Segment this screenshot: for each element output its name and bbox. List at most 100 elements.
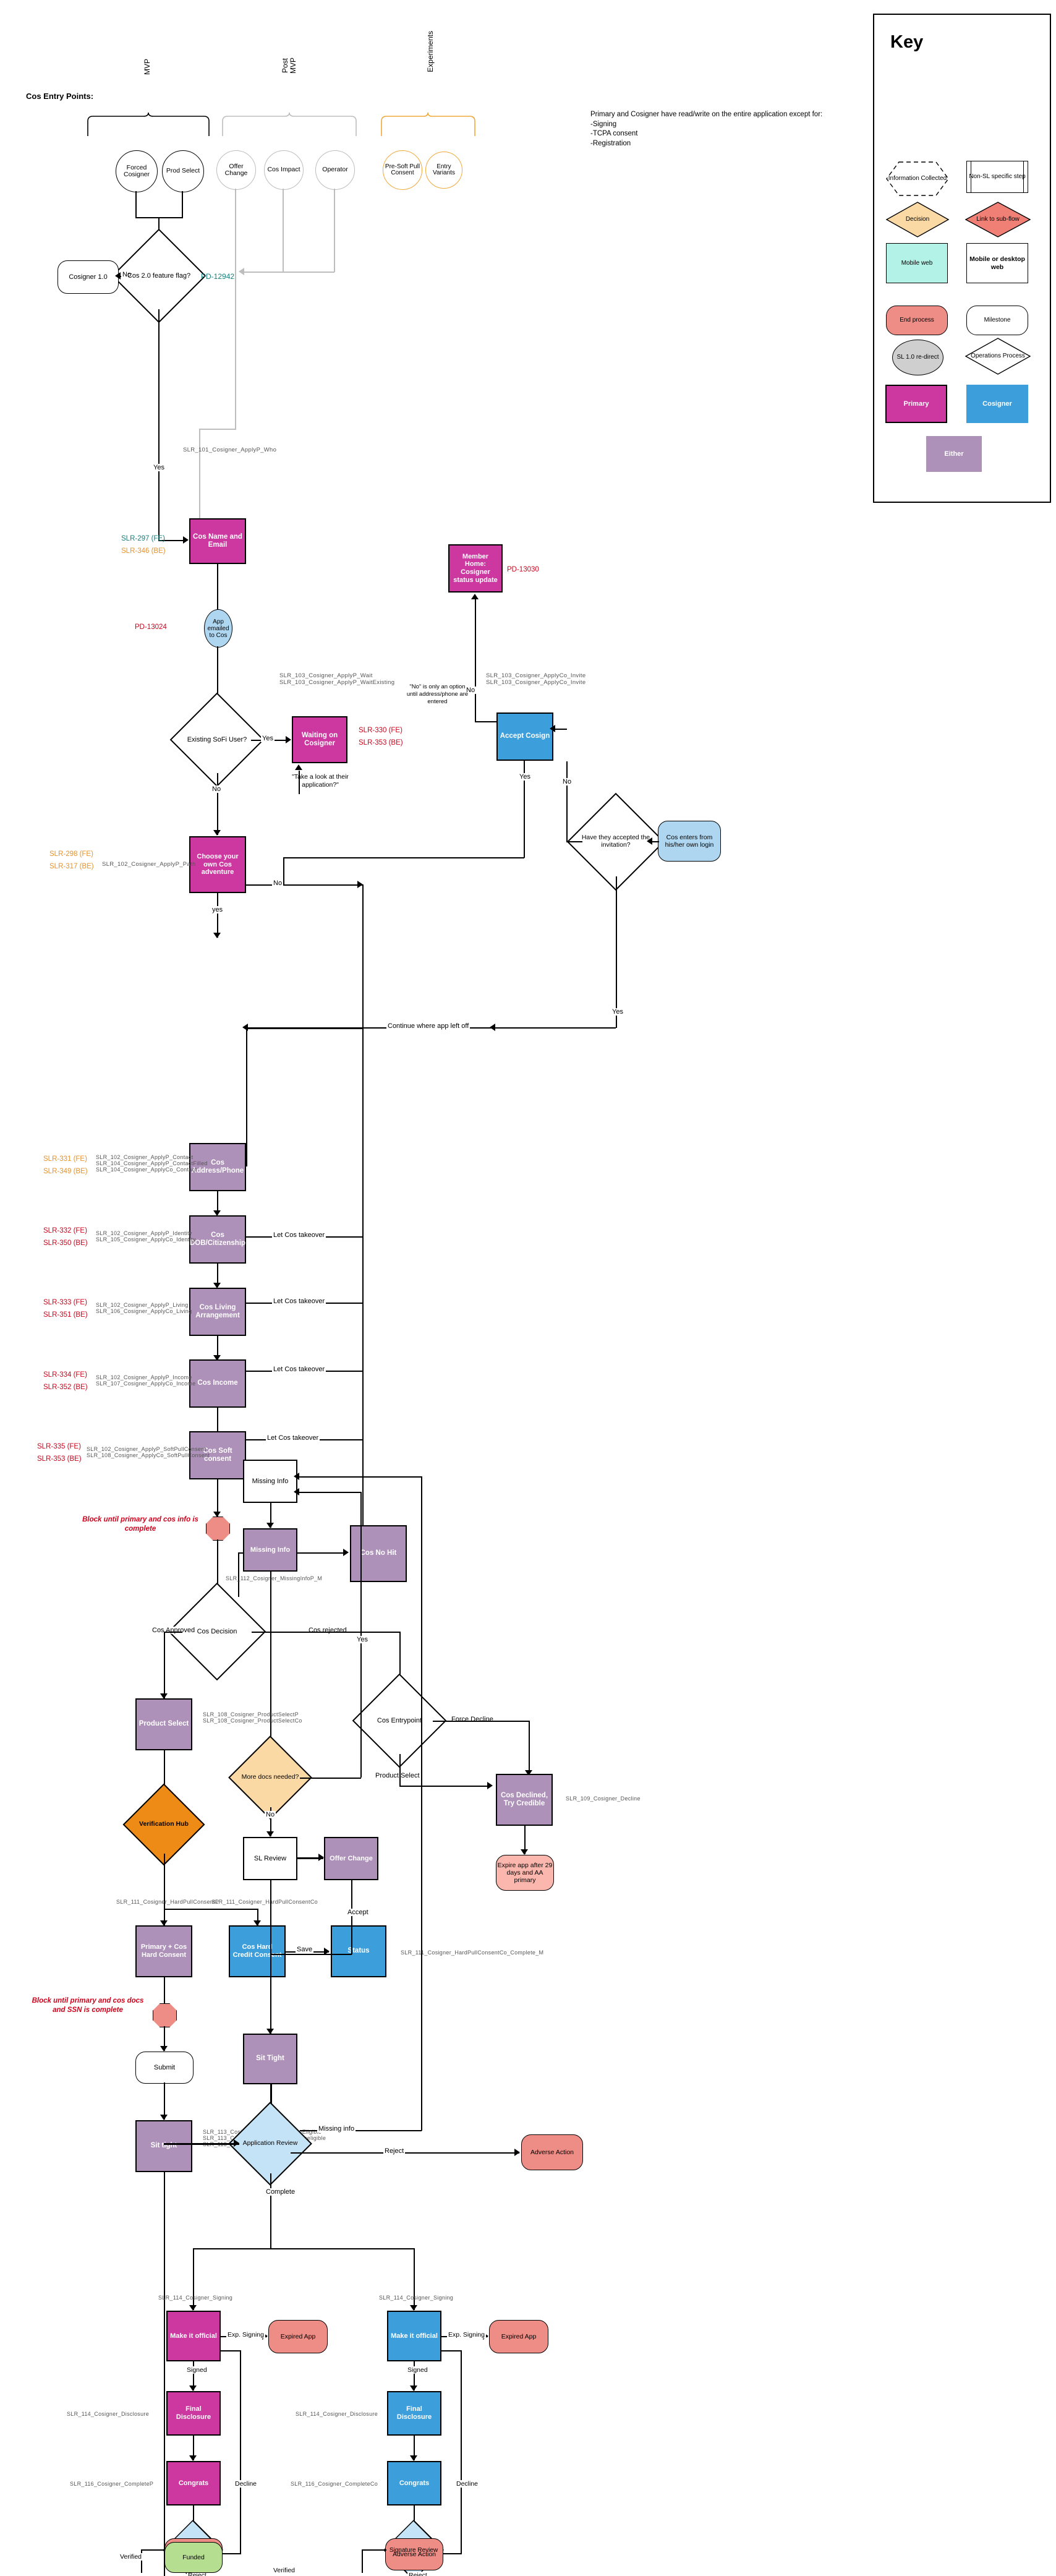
node-submit-label: Submit <box>153 2063 176 2071</box>
entry-pre-soft-pull-consent[interactable]: Pre-Soft Pull Consent <box>383 150 422 190</box>
node-sit-tight-2[interactable]: Sit Tight <box>243 2034 297 2084</box>
line-signed-p <box>193 2361 194 2390</box>
node-app-emailed-to-cos[interactable]: App emailed to Cos <box>204 609 232 648</box>
entry-entry-variants[interactable]: Entry Variants <box>425 152 462 189</box>
arrow-appreview-missing-top <box>294 1473 299 1480</box>
slr-complete-p: SLR_116_Cosigner_CompleteP <box>70 2481 154 2487</box>
node-cos-living-arrangement[interactable]: Cos Living Arrangement <box>189 1288 246 1336</box>
edge-label-reject-c: Reject <box>407 2572 428 2576</box>
line-offer-change-bottom <box>199 429 236 430</box>
entry-cos-impact[interactable]: Cos Impact <box>264 150 304 190</box>
decision-application-review[interactable]: Application Review <box>228 2102 312 2186</box>
node-cos-hard-credit-consent-label: Cos Hard Credit Consent <box>232 1943 282 1959</box>
edge-label-force-decline: Force Decline <box>450 1716 495 1723</box>
node-missing-info-box[interactable]: Missing Info <box>243 1460 297 1503</box>
node-congrats-cosigner[interactable]: Congrats <box>387 2461 441 2505</box>
entry-prod-select[interactable]: Prod Select <box>162 150 204 192</box>
slr-productselect-lines: SLR_108_Cosigner_ProductSelectP SLR_108_… <box>203 1711 302 1724</box>
edge-label-no-existing: No <box>211 785 223 793</box>
line-complete-left <box>193 2248 194 2310</box>
line-complete-split <box>193 2248 414 2249</box>
decision-verification-hub[interactable]: Verification Hub <box>122 1783 205 1866</box>
slr-softpull-lines: SLR_102_Cosigner_ApplyP_SoftPullConsent … <box>87 1446 210 1458</box>
node-cos-address-phone-label: Cos Address/Phone <box>191 1158 244 1175</box>
ticket-slr-353: SLR-353 (BE) <box>359 739 403 747</box>
node-status[interactable]: Status <box>331 1925 386 1977</box>
ticket-slr-297: SLR-297 (FE) <box>121 535 165 542</box>
entry-operator[interactable]: Operator <box>315 150 355 190</box>
node-final-disclosure-cosigner[interactable]: Final Disclosure <box>387 2391 441 2436</box>
node-submit[interactable]: Submit <box>135 2052 194 2084</box>
decision-cos-entrypoint[interactable]: Cos Entrypoint <box>352 1673 447 1768</box>
line-verifhub-left-drop <box>164 1909 165 1925</box>
node-cos-name-and-email[interactable]: Cos Name and Email <box>189 518 246 564</box>
node-cos-enters-own-login[interactable]: Cos enters from his/her own login <box>658 821 721 862</box>
line-forced-down <box>135 191 137 218</box>
line-accept-back <box>270 1954 352 1955</box>
line-force-decline-v <box>529 1721 530 1775</box>
node-cos-dob-citizenship[interactable]: Cos DOB/Citizenship <box>189 1215 246 1264</box>
node-cos-income[interactable]: Cos Income <box>189 1359 246 1408</box>
line-submit-down <box>164 2082 165 2120</box>
node-cos-no-hit[interactable]: Cos No Hit <box>350 1525 407 1582</box>
node-offer-change[interactable]: Offer Change <box>324 1837 378 1880</box>
decision-existing-sofi-user[interactable]: Existing SoFi User? <box>169 692 265 787</box>
node-adverse-action-cosigner-real[interactable]: Adverse Action <box>385 2538 443 2570</box>
node-cosigner-1-0[interactable]: Cosigner 1.0 <box>57 260 119 294</box>
node-make-it-official-cosigner[interactable]: Make it official <box>387 2311 441 2361</box>
node-choose-your-own-cos-adventure[interactable]: Choose your own Cos adventure <box>189 836 246 893</box>
ticket-slr-351: SLR-351 (BE) <box>43 1311 88 1319</box>
entry-forced-cosigner[interactable]: Forced Cosigner <box>116 150 158 192</box>
line-entrypoint-right <box>399 1786 491 1787</box>
edge-label-verified-c: Verified <box>272 2567 297 2574</box>
slr-identity-lines: SLR_102_Cosigner_ApplyP_Identity SLR_105… <box>96 1230 196 1243</box>
line-decline-p-top <box>221 2350 241 2351</box>
decision-have-accepted-invitation[interactable]: Have they accepted the invitation? <box>566 792 665 891</box>
node-final-disclosure-primary[interactable]: Final Disclosure <box>166 2391 221 2436</box>
ticket-slr-335: SLR-335 (FE) <box>37 1443 81 1450</box>
arrow-yes-to-cosname <box>183 536 189 544</box>
node-cos-address-phone-real[interactable]: Cos Address/Phone <box>189 1143 246 1191</box>
ticket-slr-352: SLR-352 (BE) <box>43 1384 88 1391</box>
node-sl-review-label: SL Review <box>253 1854 287 1862</box>
line-complete-right <box>414 2248 415 2310</box>
line-moredocs-yes <box>300 1778 361 1779</box>
node-expired-app-primary[interactable]: Expired App <box>268 2320 328 2353</box>
node-primary-cos-hard-consent[interactable]: Primary + Cos Hard Consent <box>135 1925 192 1977</box>
node-accept-cosign[interactable]: Accept Cosign <box>496 712 553 761</box>
edge-label-missing-info: Missing info <box>317 2125 356 2133</box>
node-make-it-official-primary[interactable]: Make it official <box>166 2311 221 2361</box>
key-milestone-label: Milestone <box>984 317 1011 324</box>
entry-offer-change[interactable]: Offer Change <box>216 150 256 190</box>
node-sl-review[interactable]: SL Review <box>243 1837 297 1880</box>
node-expire-app-29-days[interactable]: Expire app after 29 days and AA primary <box>496 1855 554 1891</box>
key-mobile-web-label: Mobile web <box>901 259 933 267</box>
line-moredocs-no <box>270 1807 271 1836</box>
line-cosaddress-right <box>246 1028 364 1029</box>
slr-hardpull-complete: SLR_111_Cosigner_HardPullConsentCo_Compl… <box>401 1949 544 1956</box>
node-member-home-cosigner-status[interactable]: Member Home: Cosigner status update <box>448 544 503 593</box>
key-information-collected: Information Collected <box>885 161 950 197</box>
node-missing-info-either[interactable]: Missing Info <box>243 1528 297 1572</box>
node-cos-hard-credit-consent[interactable]: Cos Hard Credit Consent <box>229 1925 286 1977</box>
node-congrats-primary[interactable]: Congrats <box>166 2461 221 2505</box>
node-cos-declined-try-credible[interactable]: Cos Declined, Try Credible <box>496 1774 553 1826</box>
node-product-select[interactable]: Product Select <box>135 1698 192 1750</box>
decision-more-docs-needed[interactable]: More docs needed? <box>228 1735 312 1820</box>
decision-signature-review-cosigner[interactable]: Signature Review <box>383 2520 444 2576</box>
line-choose-yes <box>217 893 218 938</box>
node-waiting-on-cosigner[interactable]: Waiting on Cosigner <box>292 716 347 763</box>
line-softconsent-down <box>217 1479 218 1517</box>
decision-cos-decision[interactable]: Cos Decision <box>168 1582 266 1681</box>
decision-cos-2-feature-flag[interactable]: Cos 2.0 feature flag? <box>111 228 207 323</box>
arrow-ownlogin-to-decision <box>647 837 652 845</box>
node-funded-box[interactable]: Funded <box>164 2542 223 2573</box>
node-adverse-action-top[interactable]: Adverse Action <box>521 2134 583 2170</box>
key-primary-label: Primary <box>903 400 929 408</box>
decision-verification-hub-label: Verification Hub <box>139 1820 189 1828</box>
node-expired-app-cosigner[interactable]: Expired App <box>489 2320 548 2353</box>
edge-label-no-1: No <box>121 271 133 278</box>
entry-operator-label: Operator <box>322 166 348 174</box>
node-cos-soft-consent[interactable]: Cos Soft consent <box>189 1431 246 1479</box>
node-sit-tight-1[interactable]: Sit tight <box>135 2120 192 2172</box>
